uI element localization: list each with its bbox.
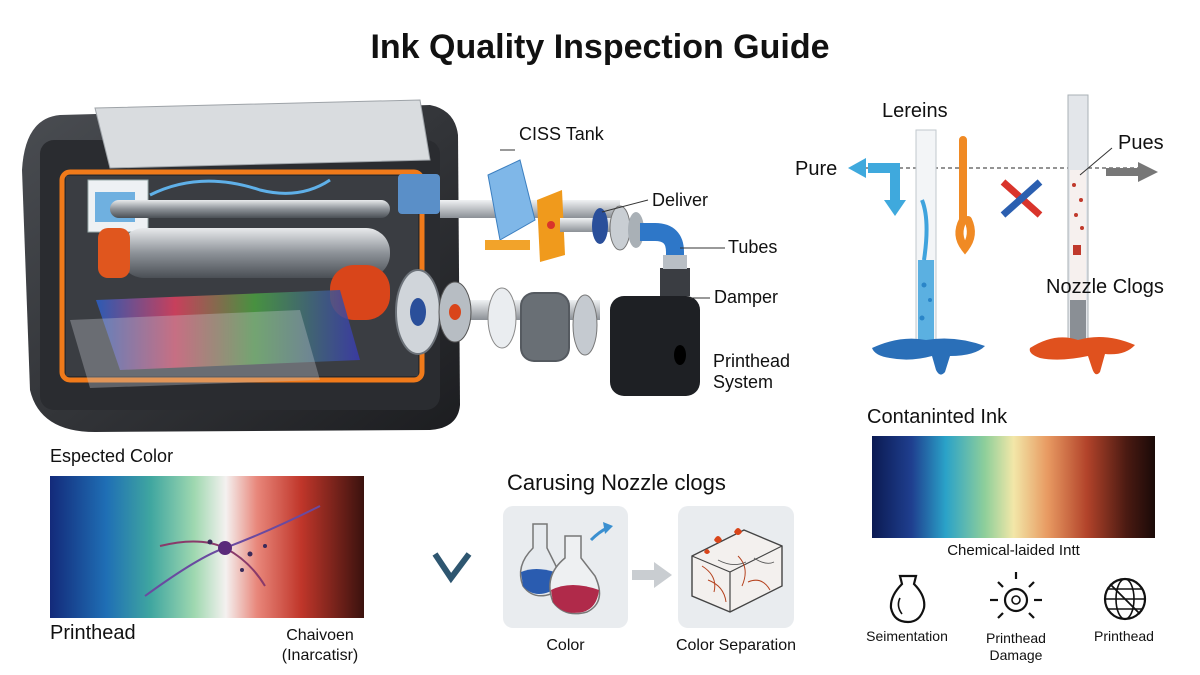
icon-label-sedimentation: Seimentation <box>866 628 948 644</box>
icon-label-printhead-damage: Printhead Damage <box>986 630 1046 663</box>
contaminated-heading: Contaninted Ink <box>867 406 1008 428</box>
icon-label-printhead: Printhead <box>1094 628 1154 644</box>
globe-mesh-icon <box>1103 577 1147 621</box>
label-pues: Pues <box>1118 132 1164 154</box>
label-nozzle-clogs: Nozzle Clogs <box>1046 276 1164 298</box>
expected-color-gradient <box>50 476 364 618</box>
contaminated-gradient <box>872 436 1155 538</box>
label-damper: Damper <box>714 287 779 307</box>
flask-icon <box>519 522 613 615</box>
expected-color-curves <box>144 505 321 597</box>
arrow-right-icon <box>632 562 672 588</box>
expected-left-label: Printhead <box>50 622 136 644</box>
label-deliver: Deliver <box>652 190 709 210</box>
label-pure: Pure <box>795 158 838 180</box>
label-tubes: Tubes <box>728 237 778 257</box>
damage-burst-icon <box>990 572 1042 619</box>
expected-color-heading: Espected Color <box>50 446 174 466</box>
expected-right-label: Chaivoen (Inarcatisr) <box>281 627 359 664</box>
label-printhead-system: Printhead System <box>713 351 791 392</box>
color-label: Color <box>546 637 585 654</box>
page-title: Ink Quality Inspection Guide <box>370 28 830 66</box>
checkmark-icon <box>432 552 472 584</box>
drop-outline-icon <box>889 574 926 624</box>
color-separation-label: Color Separation <box>675 637 797 654</box>
contaminated-caption: Chemical-laided Intt <box>947 542 1080 559</box>
label-lereins: Lereins <box>882 100 948 122</box>
clogged-block-icon <box>691 528 783 613</box>
label-ciss-tank: CISS Tank <box>519 124 604 144</box>
causing-heading: Carusing Nozzle clogs <box>507 470 726 495</box>
